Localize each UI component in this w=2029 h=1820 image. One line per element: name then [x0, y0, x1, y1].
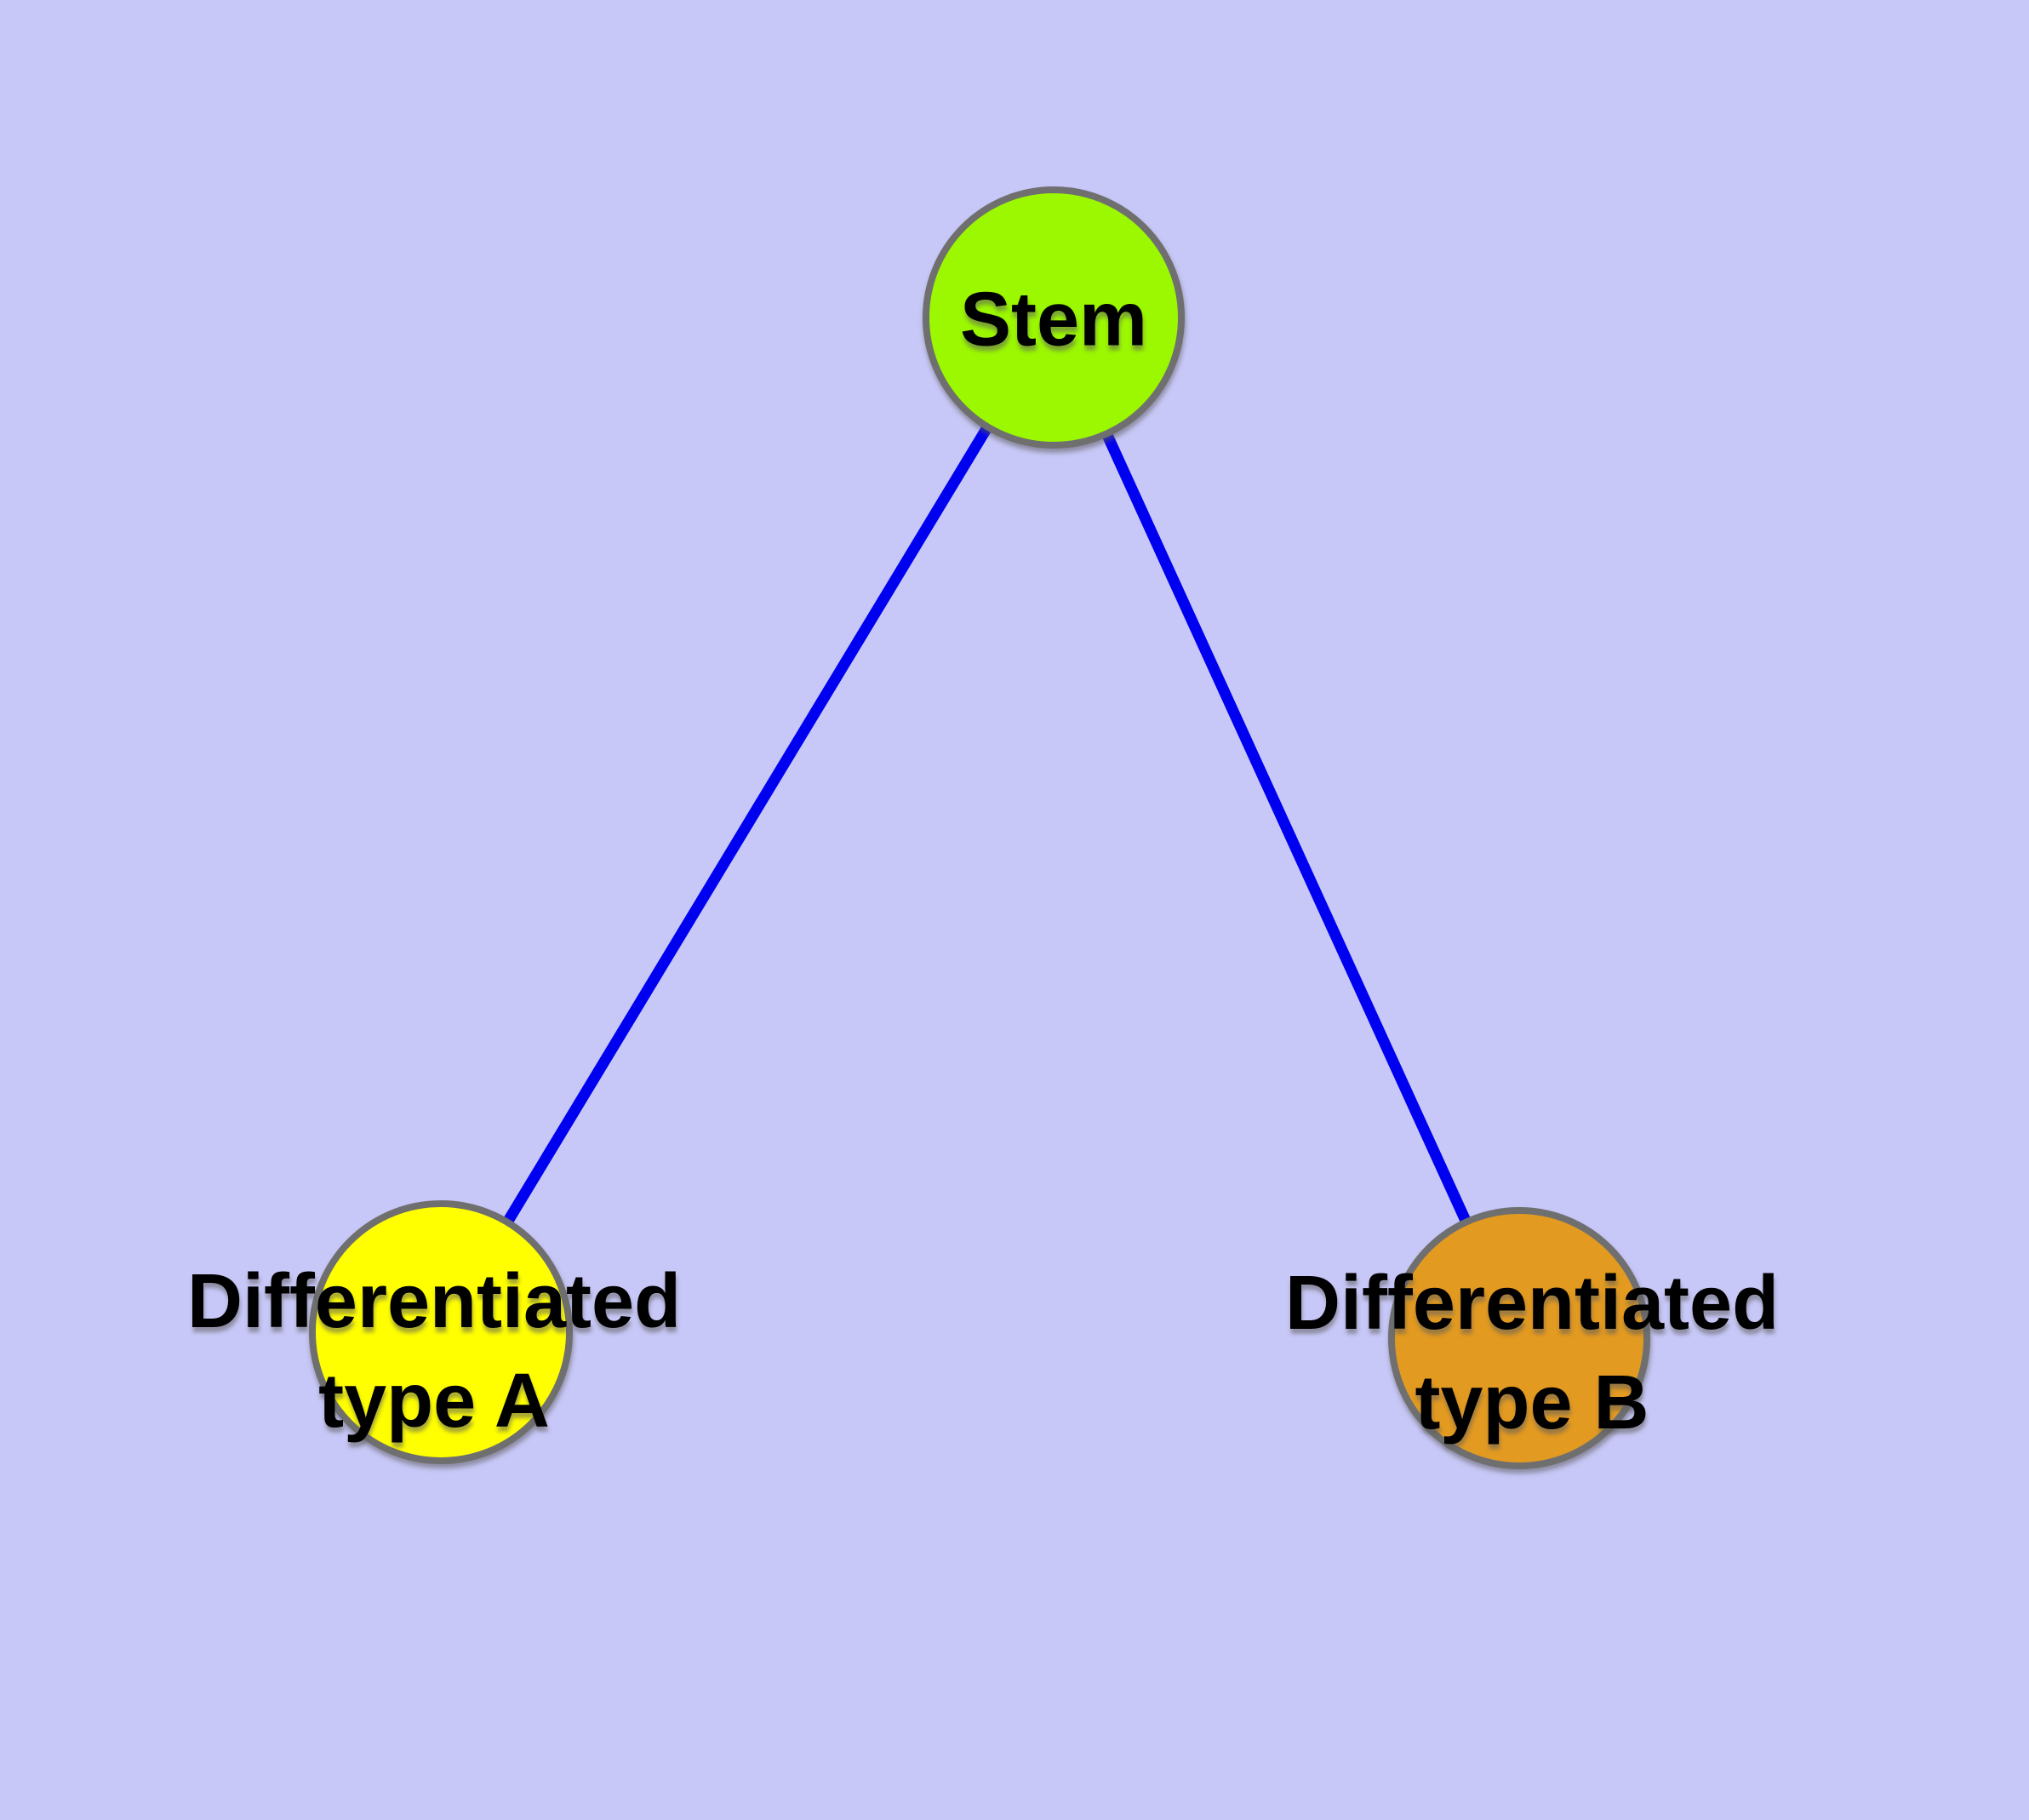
edge-stem-to-differentiated-type-a — [436, 314, 1059, 1336]
node-stem[interactable] — [923, 186, 1185, 449]
edge-stem-to-differentiated-type-b — [1049, 315, 1524, 1341]
node-differentiated-type-a[interactable] — [309, 1200, 573, 1464]
node-differentiated-type-b[interactable] — [1388, 1207, 1650, 1469]
